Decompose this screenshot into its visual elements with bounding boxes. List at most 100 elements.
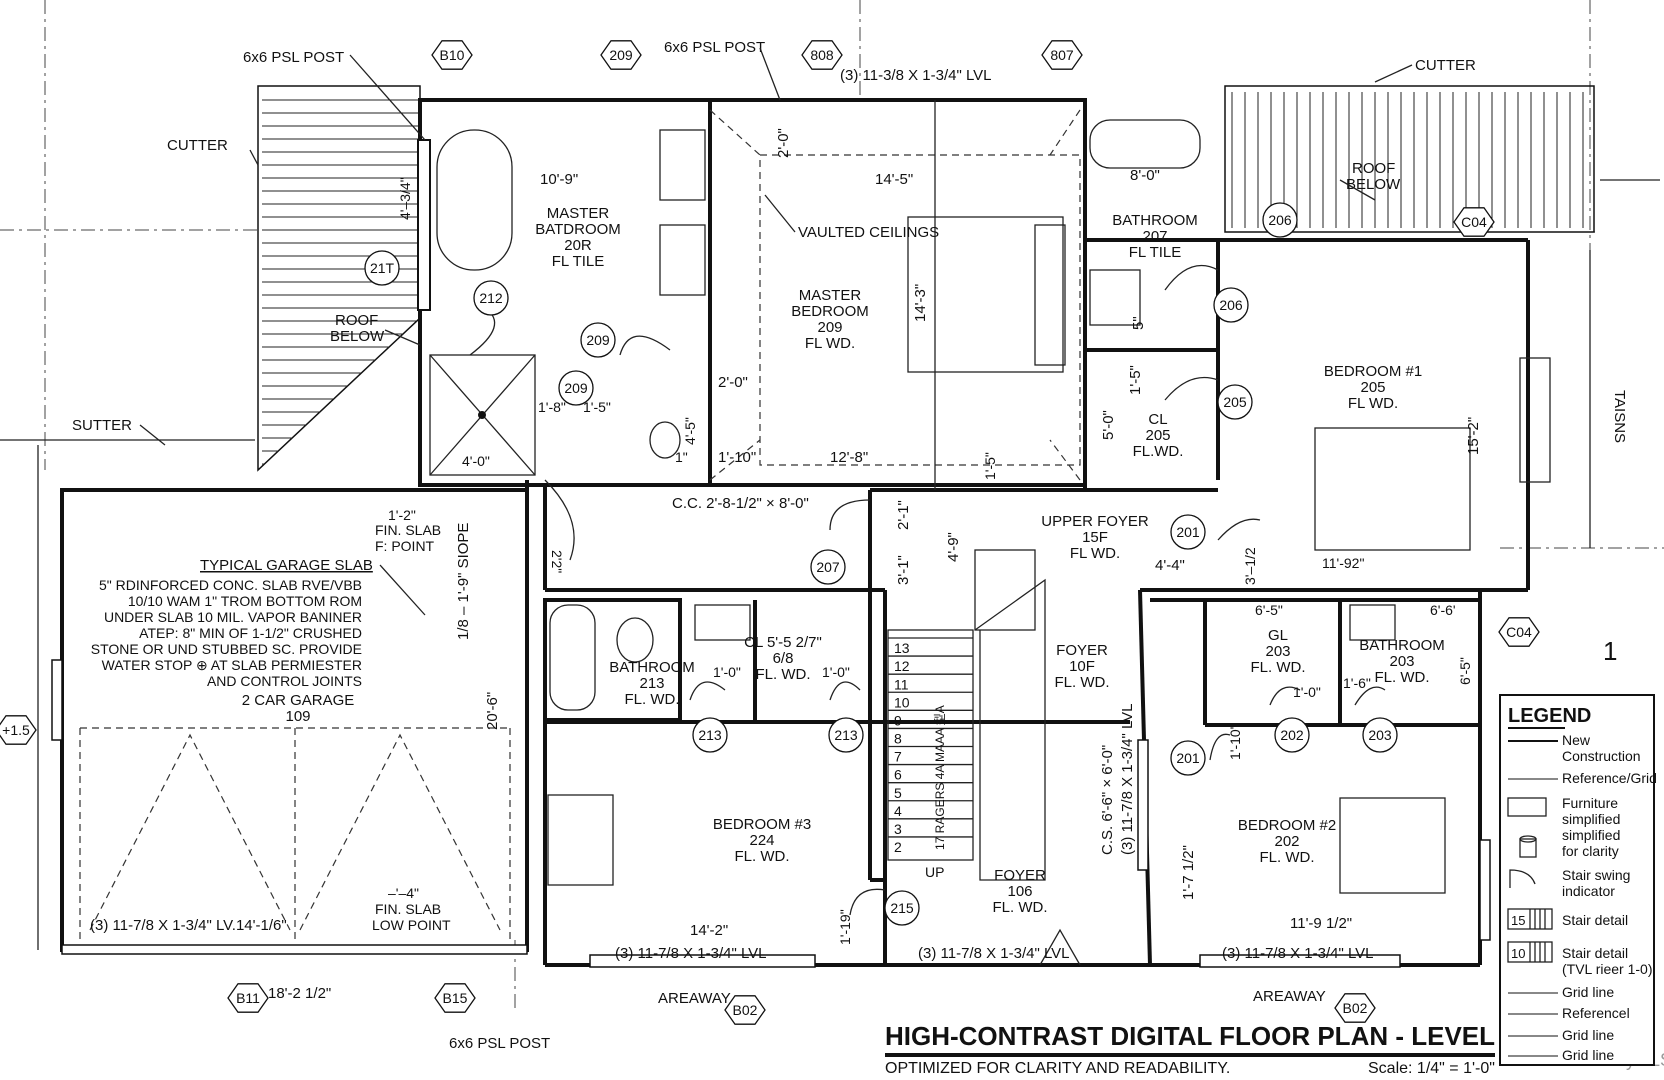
dim-2-0-mid: 2'-0" [718, 374, 748, 391]
door-tag [580, 322, 616, 358]
room-label-bed-3: 224 [749, 832, 774, 849]
legend-label: Grid line [1562, 984, 1614, 1000]
grid-tag [1334, 993, 1376, 1023]
room-label-master-bed: FL WD. [805, 335, 855, 352]
legend-label: simplified [1562, 827, 1620, 843]
room-label-cl-205: FL.WD. [1133, 443, 1184, 460]
room-label-bed-2: FL. WD. [1260, 849, 1315, 866]
dim-1-0b: 1'-0" [822, 664, 850, 680]
garage-slab-note: TYPICAL GARAGE SLAB 5" RDINFORCED CONC. … [91, 557, 373, 689]
room-label-bath-213: BATHROOM [609, 659, 695, 676]
grid-tag-label: 807 [1050, 47, 1074, 63]
grid-tag [434, 983, 476, 1013]
legend-label: Reference/Grid [1562, 770, 1657, 786]
legend-label: Construction [1562, 748, 1641, 764]
legend-stair-num: 10 [1511, 946, 1525, 961]
grid-tag-label: B11 [236, 990, 260, 1006]
stair-step-number: 12 [894, 658, 910, 674]
legend-label: for clarity [1562, 843, 1619, 859]
grid-tag-label: 808 [810, 47, 834, 63]
room-label-bath-203: FL. WD. [1375, 669, 1430, 686]
dim-3-1: 3'-1" [895, 555, 912, 585]
door-tag-label: 202 [1280, 727, 1304, 743]
room-label-bath-207: 207 [1142, 228, 1167, 245]
room-label-garage: 2 CAR GARAGE [242, 692, 355, 709]
dim-6-5: 6'-5" [1255, 602, 1283, 618]
slab-note-line: WATER STOP ⊕ AT SLAB PERMIESTER [102, 657, 362, 673]
stair-step-number: 4 [894, 803, 902, 819]
door-swings [469, 264, 1386, 966]
room-label-master-bath: MASTER [547, 205, 610, 222]
areaway-2: AREAWAY [1253, 988, 1326, 1005]
dim-1-10: 1'-10" [718, 449, 756, 466]
dim-11-92: 11'-92" [1322, 555, 1364, 571]
legend-label: Stair detail [1562, 945, 1628, 961]
dim-5-0: 5'-0" [1100, 410, 1117, 440]
dim-1-19: 1'-19" [837, 909, 853, 945]
grid-tag-label: B10 [440, 47, 465, 63]
windows [51, 139, 1491, 968]
slab-note-line: ATEP: 8" MIN OF 1-1/2" CRUSHED [139, 625, 362, 641]
grid-tag [227, 983, 269, 1013]
legend-stair-num: 15 [1511, 913, 1525, 928]
legend-label: (TVL rieer 1-0) [1562, 961, 1653, 977]
room-label-master-bed: BEDROOM [791, 303, 869, 320]
dim-6-5b: 6'-5" [1457, 657, 1473, 685]
room-label-foyer-10f: FL. WD. [1055, 674, 1110, 691]
room-label-cl-left: 6/8 [773, 650, 794, 667]
dim-2-1: 2'-1" [895, 500, 912, 530]
grid-tag [724, 995, 766, 1025]
reference-grid [0, 0, 1664, 1010]
dim-cc: C.C. 2'-8-1/2" × 8'-0" [672, 495, 809, 512]
dim-1-5b: 1'-5" [982, 452, 998, 480]
dim-1-8: 1'-8" [538, 399, 566, 415]
legend-label: Furniture [1562, 795, 1618, 811]
dim-20-6: 20'-6" [484, 692, 501, 730]
room-label-bed-1: FL WD. [1348, 395, 1398, 412]
dim-1-0a: 1'-0" [713, 664, 741, 680]
fin-slab-1b: F: POINT [375, 538, 435, 554]
door-tag [692, 717, 728, 753]
dim-neg-4: –'–4" [388, 885, 419, 901]
dim-bath207-width: 8'-0" [1130, 167, 1160, 184]
room-label-upper-foyer: 15F [1082, 529, 1108, 546]
dim-4-4: 4'-4" [1155, 557, 1185, 574]
roof-below-2b: BELOW [1346, 176, 1401, 193]
grid-tag-label: B02 [1343, 1000, 1368, 1016]
grid-tag [1498, 617, 1540, 647]
door-tag-label: 213 [698, 727, 722, 743]
grid-tag [801, 40, 843, 70]
beam-top: (3) 11-3/8 X 1-3/4" LVL [840, 67, 992, 84]
dimensions: 10'-9" 14'-5" 8'-0" 1'-8" 1'-5" 4'-0" 1"… [90, 128, 1628, 1002]
legend-label: simplified [1562, 811, 1620, 827]
legend-line-icon: Grid line [1508, 1047, 1614, 1063]
roof-below-right [1224, 85, 1595, 233]
dim-14-2: 14'-2" [690, 922, 728, 939]
roof-below-1a: ROOF [335, 312, 378, 329]
door-tag [1217, 384, 1253, 420]
roof-below-left [257, 85, 421, 472]
room-label-bath-207: BATHROOM [1112, 212, 1198, 229]
stair-step-number: 13 [894, 640, 910, 656]
grid-tag-label: 209 [609, 47, 633, 63]
room-label-bed-3: FL. WD. [735, 848, 790, 865]
beam-labels: (3) 11-3/8 X 1-3/4" LVL (3) 11-7/8 X 1-3… [615, 67, 1374, 962]
room-label-cl-left: FL. WD. [756, 666, 811, 683]
room-label-bed-2: 202 [1274, 833, 1299, 850]
room-label-master-bed: MASTER [799, 287, 862, 304]
slab-note-line: UNDER SLAB 10 MIL. VAPOR BANINER [104, 609, 362, 625]
callouts: 6x6 PSL POST 6x6 PSL POST 6x6 PSL POST C… [72, 39, 1617, 1052]
plan-title: HIGH-CONTRAST DIGITAL FLOOR PLAN - LEVEL… [885, 1021, 1516, 1051]
dim-4-0: 4'-0" [462, 453, 490, 469]
room-label-foyer-10f: FOYER [1056, 642, 1108, 659]
dim-lvl-vertical: (3) 11-7/8 X 1-3/4" LVL [1119, 703, 1136, 855]
door-tag [364, 250, 400, 286]
plan-scale: Scale: 1/4" = 1'-0" [1368, 1060, 1495, 1077]
room-label-gl-203: FL. WD. [1251, 659, 1306, 676]
room-label-bath-213: FL. WD. [625, 691, 680, 708]
room-label-bed-2: BEDROOM #2 [1238, 817, 1336, 834]
door-tag-label: 21T [370, 260, 395, 276]
door-tag-label: 212 [479, 290, 503, 306]
